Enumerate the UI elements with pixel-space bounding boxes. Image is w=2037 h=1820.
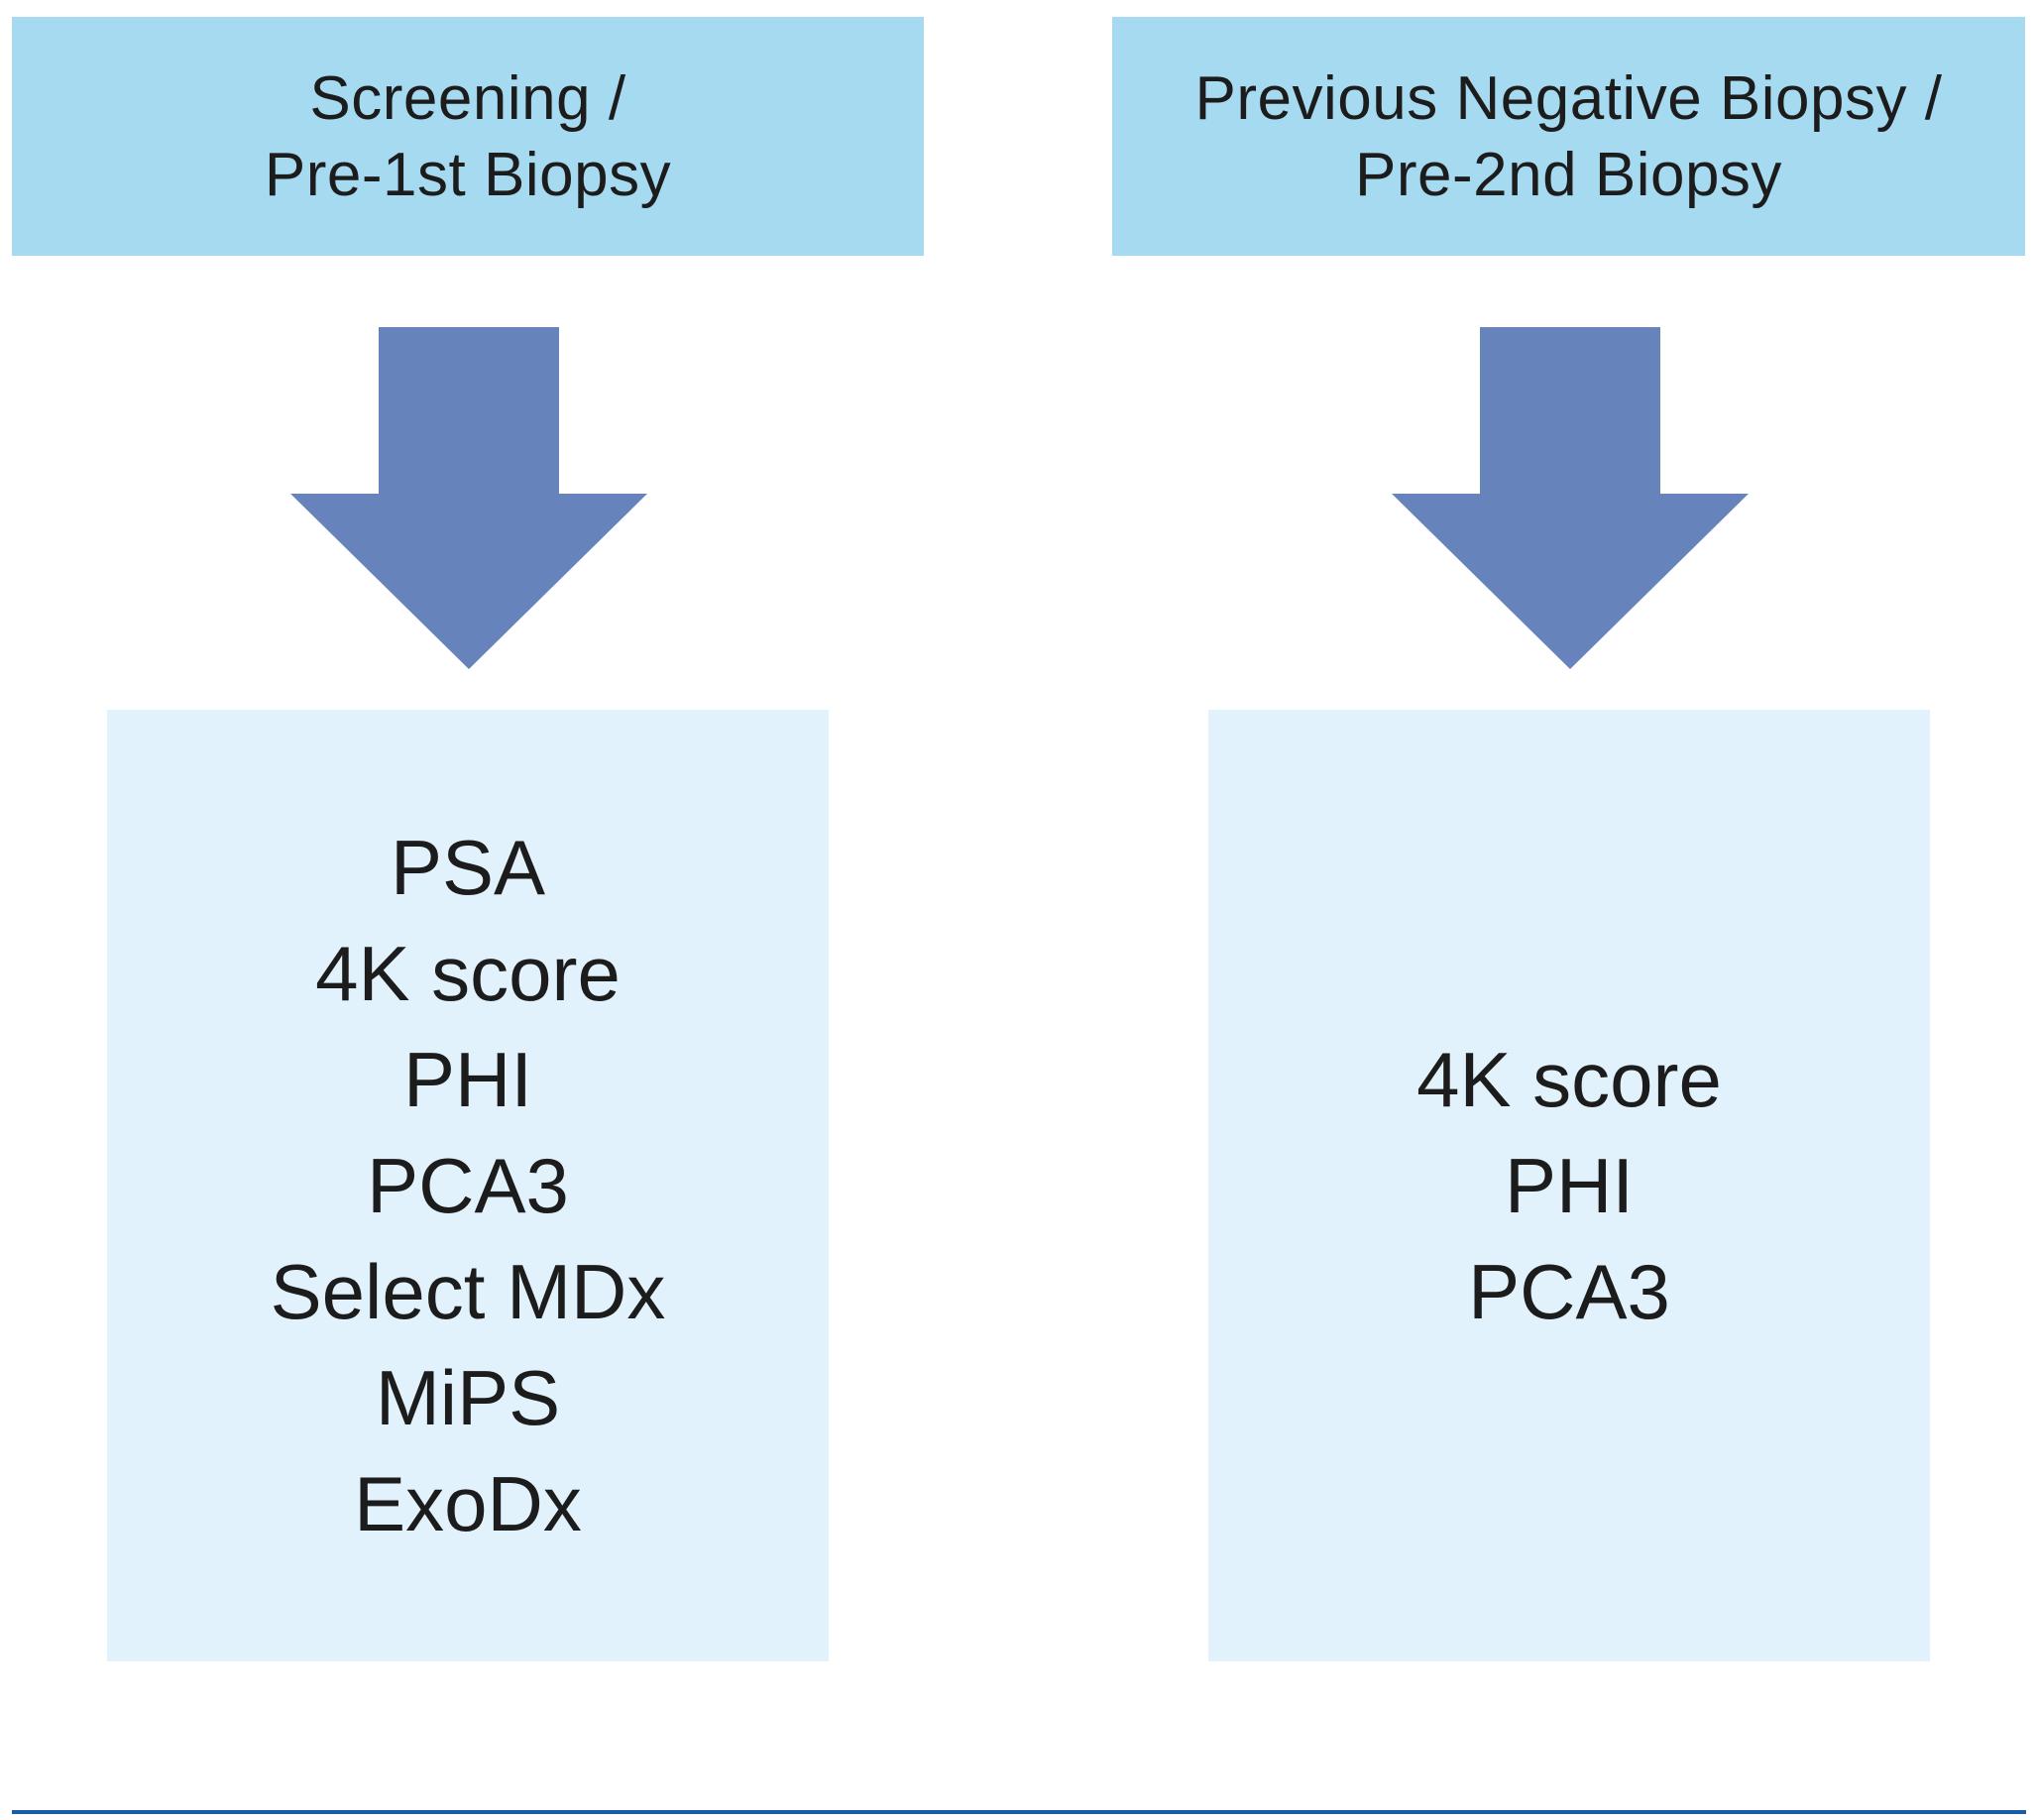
header-screening-pre-first-biopsy: Screening / Pre-1st Biopsy <box>12 17 924 256</box>
list-item: 4K score <box>315 929 621 1017</box>
list-item: PCA3 <box>1468 1247 1670 1335</box>
header-line: Previous Negative Biopsy / <box>1194 63 1943 133</box>
list-item: ExoDx <box>354 1459 582 1547</box>
bottom-rule-divider <box>12 1810 2026 1814</box>
list-item: PCA3 <box>367 1141 569 1229</box>
header-line: Screening / <box>309 63 626 133</box>
list-item: 4K score <box>1416 1035 1722 1123</box>
list-item: Select MDx <box>270 1247 666 1335</box>
header-line: Pre-2nd Biopsy <box>1355 140 1782 209</box>
header-previous-negative-biopsy: Previous Negative Biopsy / Pre-2nd Biops… <box>1112 17 2025 256</box>
biomarker-list-left: PSA 4K score PHI PCA3 Select MDx MiPS Ex… <box>107 710 829 1661</box>
arrow-down-icon <box>1392 327 1749 669</box>
list-item: MiPS <box>375 1353 561 1441</box>
list-item: PHI <box>1504 1141 1635 1229</box>
arrow-down-icon <box>290 327 647 669</box>
list-item: PSA <box>390 823 546 911</box>
list-item: PHI <box>402 1035 533 1123</box>
header-line: Pre-1st Biopsy <box>264 140 672 209</box>
biomarker-list-right: 4K score PHI PCA3 <box>1208 710 1930 1661</box>
